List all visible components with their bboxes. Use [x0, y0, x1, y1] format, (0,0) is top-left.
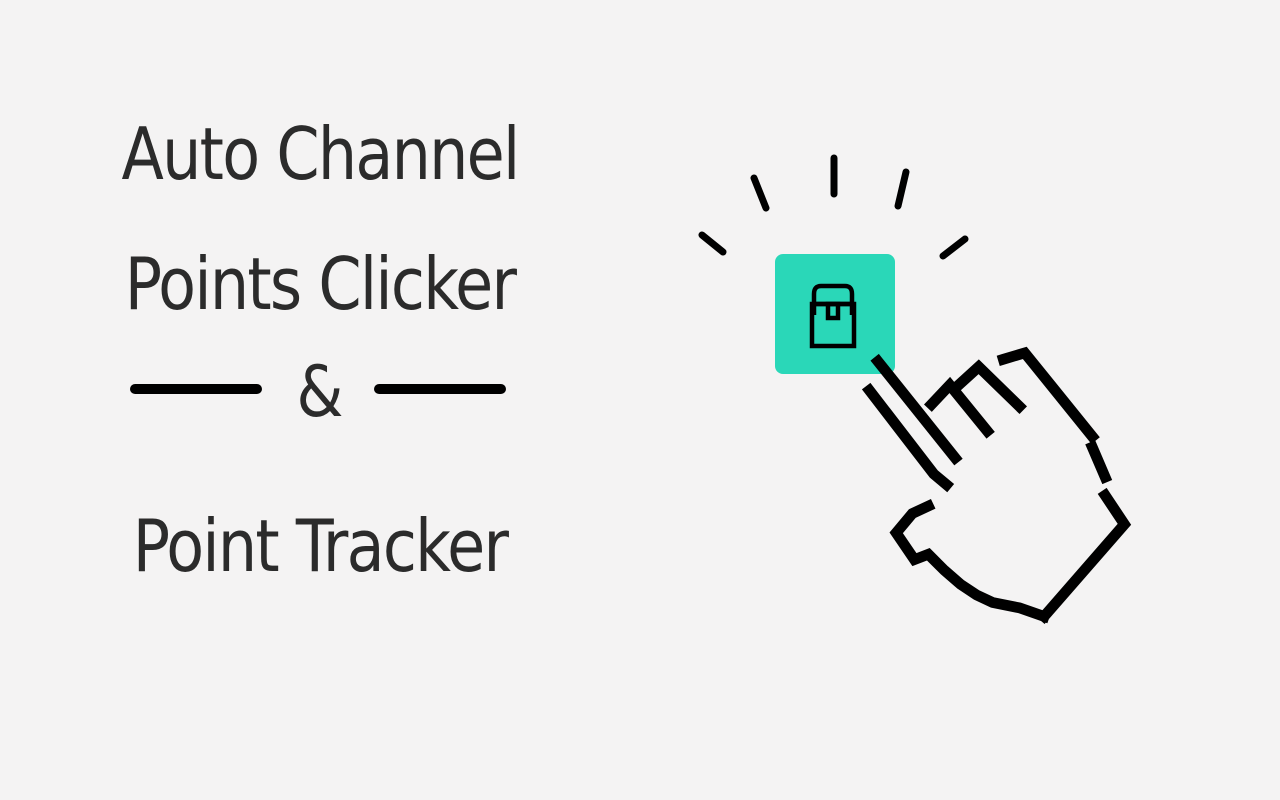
title-text-2: Points Clicker [124, 242, 517, 326]
click-graphic [680, 140, 1140, 630]
title-line-1: Auto Channel [60, 88, 580, 220]
separator-dash-left [130, 384, 262, 394]
channel-points-button[interactable] [775, 254, 895, 374]
title-line-2: Points Clicker [60, 218, 580, 350]
title-text-3: Point Tracker [132, 504, 509, 588]
separator-dash-right [374, 384, 506, 394]
treasure-chest-icon [809, 283, 857, 349]
separator-row: & [60, 344, 580, 444]
pointing-hand-cursor-icon [861, 346, 1132, 624]
ampersand: & [296, 351, 344, 433]
title-text-1: Auto Channel [121, 112, 520, 196]
title-line-3: Point Tracker [60, 480, 580, 612]
click-burst-rays-icon [698, 154, 969, 260]
